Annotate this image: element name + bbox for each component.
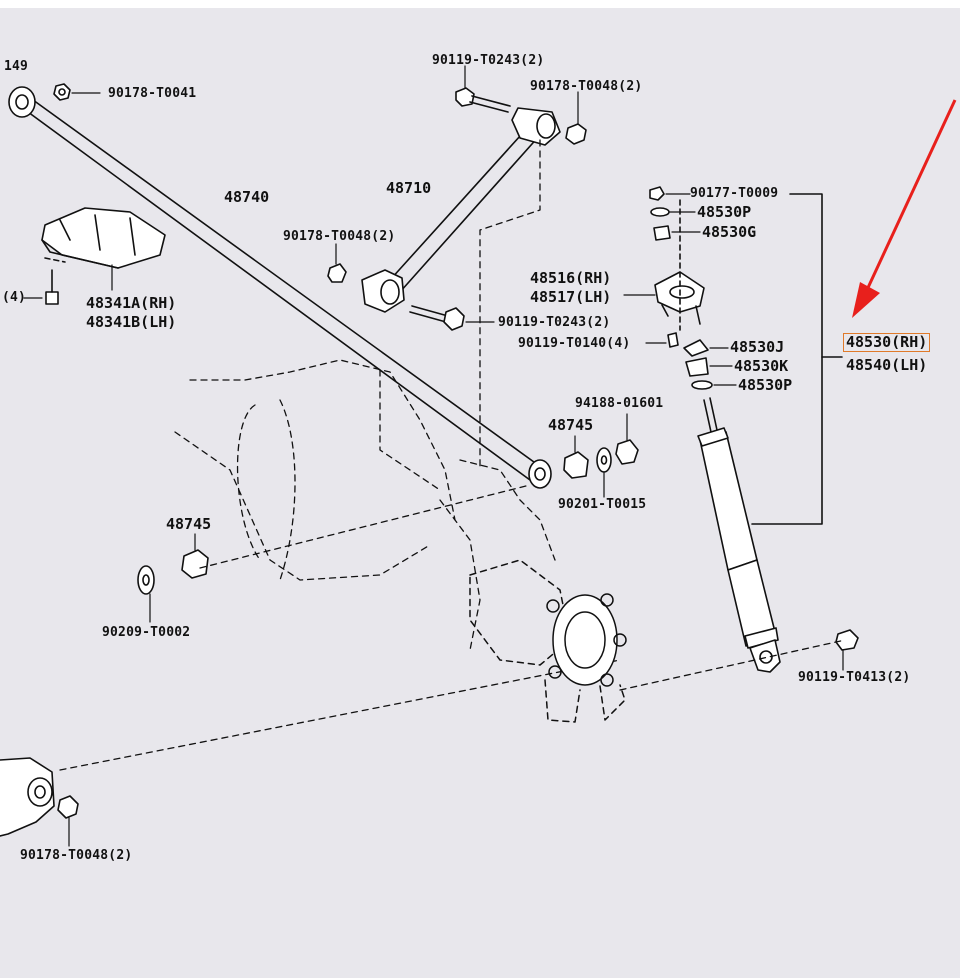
label-90178-t0041: 90178-T0041 [108, 86, 197, 101]
label-48540-lh: 48540(LH) [846, 356, 928, 374]
label-48517: 48517(LH) [530, 288, 612, 306]
bolt-90119-t0243-top [455, 65, 511, 113]
right-margin [960, 0, 978, 978]
label-48530k: 48530K [734, 357, 789, 375]
label-90119-t0243-top: 90119-T0243(2) [432, 53, 545, 68]
bracket-48341 [23, 207, 166, 305]
label-48341b: 48341B(LH) [86, 313, 177, 331]
label-149: 149 [4, 59, 29, 74]
label-48516: 48516(RH) [530, 269, 612, 287]
label-48530-rh-highlighted: 48530(RH) [843, 333, 931, 352]
bushing-48745-left [137, 533, 209, 623]
axle-outline-dashed [59, 139, 846, 771]
label-48740: 48740 [224, 188, 270, 206]
label-90178-t0048-bot: 90178-T0048(2) [20, 848, 133, 863]
shock-hardware-stack [645, 186, 737, 390]
label-4-left: (4) [2, 290, 27, 305]
label-90178-t0048-mid: 90178-T0048(2) [283, 229, 396, 244]
label-90209-t0002: 90209-T0002 [102, 625, 191, 640]
label-90119-t0243-mid: 90119-T0243(2) [498, 315, 611, 330]
label-48745-left: 48745 [166, 515, 212, 533]
bolt-90119-t0243-mid [409, 305, 495, 331]
nut-90178-t0048-mid [327, 243, 347, 283]
diagram-panel [0, 8, 960, 978]
label-90177-t0009: 90177-T0009 [690, 186, 779, 201]
callout-bracket-48530 [751, 193, 843, 525]
bushing-48745-right [563, 413, 639, 498]
label-90178-t0048-top: 90178-T0048(2) [530, 79, 643, 94]
label-90201-t0015: 90201-T0015 [558, 497, 647, 512]
axle-bracket-bottom-left [0, 757, 79, 847]
label-48530j: 48530J [730, 338, 785, 356]
upper-control-arm-48710 [361, 107, 561, 313]
label-94188-01601: 94188-01601 [575, 396, 664, 411]
label-48341a: 48341A(RH) [86, 294, 177, 312]
label-90119-t0413: 90119-T0413(2) [798, 670, 911, 685]
shock-mount-48516 [623, 271, 705, 325]
axle-hub [469, 559, 627, 723]
label-48530g: 48530G [702, 223, 757, 241]
red-pointer-arrow [852, 99, 957, 318]
label-48530p-bot: 48530P [738, 376, 793, 394]
lateral-rod-48740 [8, 86, 552, 489]
nut-90178-t0048-top [565, 91, 587, 145]
nut-90178-t0041 [53, 83, 101, 101]
bolt-90119-t0413 [835, 629, 859, 671]
label-48710: 48710 [386, 179, 432, 197]
label-48530p-top: 48530P [697, 203, 752, 221]
label-90119-t0140: 90119-T0140(4) [518, 336, 631, 351]
label-48745-top: 48745 [548, 416, 594, 434]
shock-absorber-48530 [697, 397, 781, 673]
